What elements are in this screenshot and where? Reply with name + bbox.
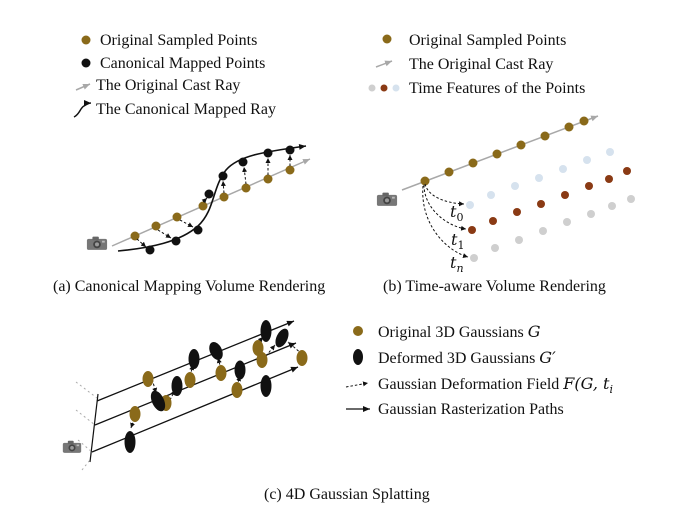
canonical-point — [263, 148, 273, 158]
legend-c-raster-label: Gaussian Rasterization Paths — [378, 401, 564, 418]
legend-b-original-ray-marker — [375, 60, 393, 68]
camera-icon — [86, 236, 108, 250]
panel-c-legend: Original 3D Gaussians G Deformed 3D Gaus… — [345, 322, 613, 418]
mapping-arrows — [136, 155, 293, 248]
legend-b-time-features-label: Time Features of the Points — [409, 80, 585, 97]
original-point — [285, 165, 295, 175]
t0-label: t0 — [450, 202, 463, 224]
t1-label: t1 — [451, 230, 464, 252]
legend-c-deformed-gaussians-label: Deformed 3D Gaussians G′ — [378, 348, 556, 367]
legend-b-time-gray-dot — [368, 84, 376, 92]
panel-b-diagram: t0 t1 tn — [376, 115, 635, 275]
caption-a: (a) Canonical Mapping Volume Rendering — [53, 278, 325, 295]
original-point — [219, 192, 229, 202]
canonical-point — [145, 245, 155, 255]
legend-b-original-points-label: Original Sampled Points — [409, 32, 566, 49]
canonical-point — [238, 157, 248, 167]
legend-canonical-points-label: Canonical Mapped Points — [100, 55, 265, 72]
time-features-t1 — [468, 167, 631, 234]
original-point — [198, 201, 208, 211]
panel-a-diagram — [86, 143, 311, 255]
original-point — [241, 183, 251, 193]
legend-c-original-gaussian-marker — [353, 326, 363, 336]
legend-c-deformation-marker — [345, 381, 369, 388]
legend-original-ray-label: The Original Cast Ray — [96, 77, 240, 94]
legend-c-deformed-gaussian-marker — [353, 349, 363, 365]
legend-b-time-dark-dot — [380, 84, 388, 92]
canonical-mapped-ray — [117, 143, 307, 252]
time-query-arrows — [422, 183, 469, 258]
original-point — [130, 231, 140, 241]
caption-c: (c) 4D Gaussian Splatting — [264, 486, 430, 503]
legend-canonical-ray-marker — [73, 100, 92, 118]
legend-b-time-light-dot — [392, 84, 400, 92]
time-features-t0 — [466, 148, 614, 209]
canonical-point — [218, 171, 228, 181]
canonical-point — [204, 189, 214, 199]
original-point — [444, 167, 454, 177]
original-point — [564, 122, 574, 132]
deformed-gaussians — [124, 320, 289, 453]
original-point — [468, 158, 478, 168]
legend-c-deformation-label: Gaussian Deformation Field F(G, ti — [378, 374, 613, 396]
view-frustum — [75, 381, 98, 471]
original-cast-ray — [111, 158, 311, 247]
legend-original-point-marker — [81, 35, 91, 45]
caption-b: (b) Time-aware Volume Rendering — [383, 278, 606, 295]
panel-a-legend: Original Sampled Points Canonical Mapped… — [73, 32, 276, 118]
original-point — [540, 131, 550, 141]
canonical-point — [193, 225, 203, 235]
legend-b-original-point-marker — [382, 34, 392, 44]
tn-label: tn — [450, 253, 464, 275]
canonical-point — [171, 236, 181, 246]
legend-c-original-gaussians-label: Original 3D Gaussians G — [378, 322, 541, 341]
legend-canonical-ray-label: The Canonical Mapped Ray — [96, 101, 276, 118]
legend-b-original-ray-label: The Original Cast Ray — [409, 56, 553, 73]
image-plane — [89, 393, 99, 463]
original-point — [579, 116, 589, 126]
panel-b-legend: Original Sampled Points The Original Cas… — [368, 32, 585, 97]
original-point — [151, 221, 161, 231]
original-point — [492, 149, 502, 159]
original-point — [263, 174, 273, 184]
original-point — [172, 212, 182, 222]
panel-c-diagram — [62, 320, 308, 471]
legend-original-ray-marker — [75, 83, 91, 91]
camera-icon — [62, 440, 82, 453]
legend-original-points-label: Original Sampled Points — [100, 32, 257, 49]
original-point — [516, 140, 526, 150]
time-features-tn — [470, 195, 635, 262]
camera-icon — [376, 192, 398, 206]
canonical-point — [285, 145, 295, 155]
legend-canonical-point-marker — [81, 58, 91, 68]
original-point — [420, 176, 430, 186]
